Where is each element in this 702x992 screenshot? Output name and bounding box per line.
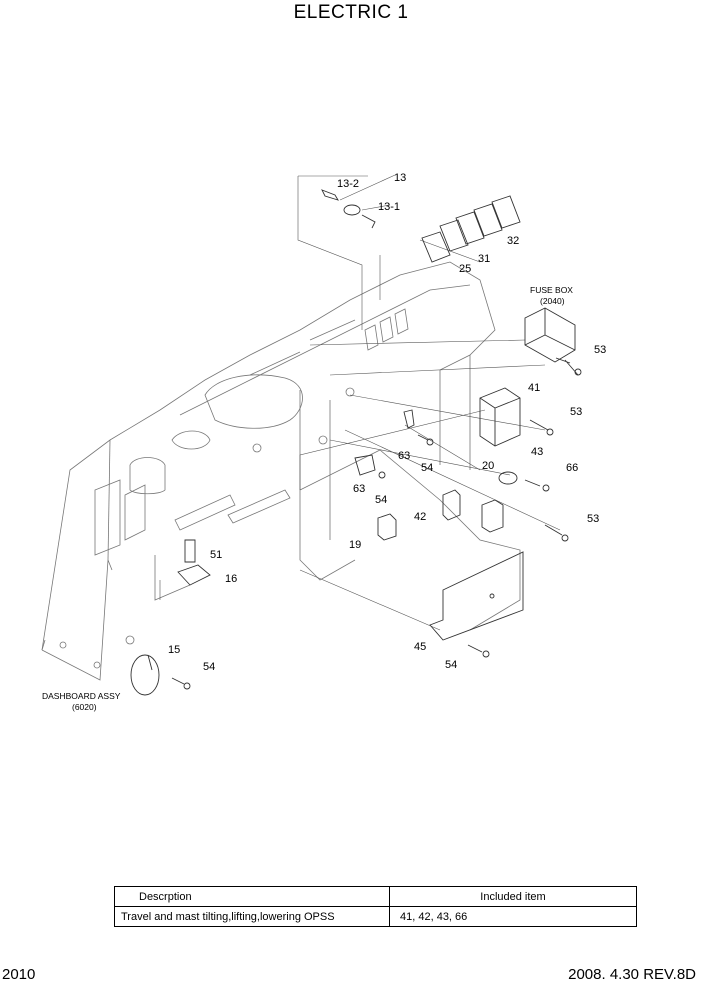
fuse-box-label: FUSE BOX [530,285,573,295]
callout-63-b: 63 [353,483,365,495]
page-title: ELECTRIC 1 [293,2,409,23]
callout-13-1: 13-1 [378,201,400,213]
callout-54-b: 54 [375,494,387,506]
parts [130,189,582,696]
leader-lines [159,174,561,631]
callout-41: 41 [528,382,540,394]
table-row: Travel and mast tilting,lifting,lowering… [114,906,637,927]
parts-diagram: 13 13-2 13-1 32 31 25 FUSE BOX (2040) 53… [41,172,606,712]
table-cell-description: Travel and mast tilting,lifting,lowering… [114,906,390,927]
column-header-included-item: Included item [389,886,637,907]
callout-20: 20 [482,460,494,472]
dashboard-assy-ref: (6020) [72,702,97,712]
callout-53-b: 53 [570,406,582,418]
callout-51: 51 [210,549,222,561]
callout-54-c: 54 [203,661,215,673]
table-header-row: Descrption Included item [114,886,637,907]
included-items-table: Descrption Included item Travel and mast… [114,886,637,927]
fuse-box-ref: (2040) [540,296,565,306]
column-header-description: Descrption [114,886,390,907]
callout-31: 31 [478,253,490,265]
page-number: 2010 [2,966,36,983]
callout-53-c: 53 [587,513,599,525]
callout-53-a: 53 [594,344,606,356]
callout-25: 25 [459,263,471,275]
callout-54-a: 54 [421,462,433,474]
callout-66: 66 [566,462,578,474]
callout-13-2: 13-2 [337,178,359,190]
callout-15: 15 [168,644,180,656]
callout-16: 16 [225,573,237,585]
callout-43: 43 [531,446,543,458]
revision-date: 2008. 4.30 REV.8D [568,966,696,983]
callout-63-a: 63 [398,450,410,462]
callout-32: 32 [507,235,519,247]
dashboard-outline [41,261,521,681]
dashboard-assy-label: DASHBOARD ASSY [42,691,121,701]
callout-42: 42 [414,511,426,523]
table-cell-included-items: 41, 42, 43, 66 [389,906,637,927]
callout-19: 19 [349,539,361,551]
callout-45: 45 [414,641,426,653]
callout-13: 13 [394,172,406,184]
callout-54-d: 54 [445,659,457,671]
